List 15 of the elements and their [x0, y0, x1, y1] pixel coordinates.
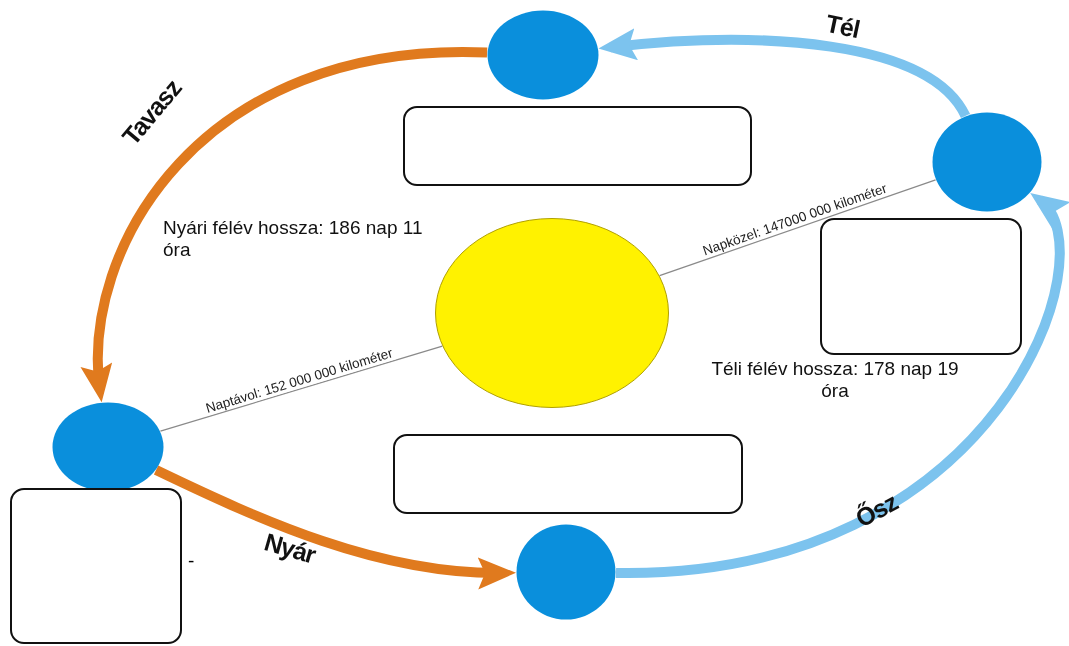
answer-box — [393, 434, 743, 514]
answer-box — [820, 218, 1022, 355]
connector-line — [159, 345, 443, 432]
edge-label: Ősz — [850, 487, 902, 533]
edge-label: Nyár — [261, 526, 319, 570]
curved-arrow — [598, 28, 970, 119]
curved-arrow — [82, 47, 488, 403]
note-text: Nyári félév hossza: 186 nap 11 óra — [163, 217, 424, 261]
note-text: Téli félév hossza: 178 nap 19 óra — [710, 358, 960, 402]
curved-arrow — [153, 465, 516, 589]
dash-mark: - — [188, 550, 195, 572]
answer-box — [403, 106, 752, 186]
connector-line — [658, 179, 937, 277]
curved-arrow — [615, 190, 1069, 578]
edge-label: Tél — [822, 8, 862, 44]
